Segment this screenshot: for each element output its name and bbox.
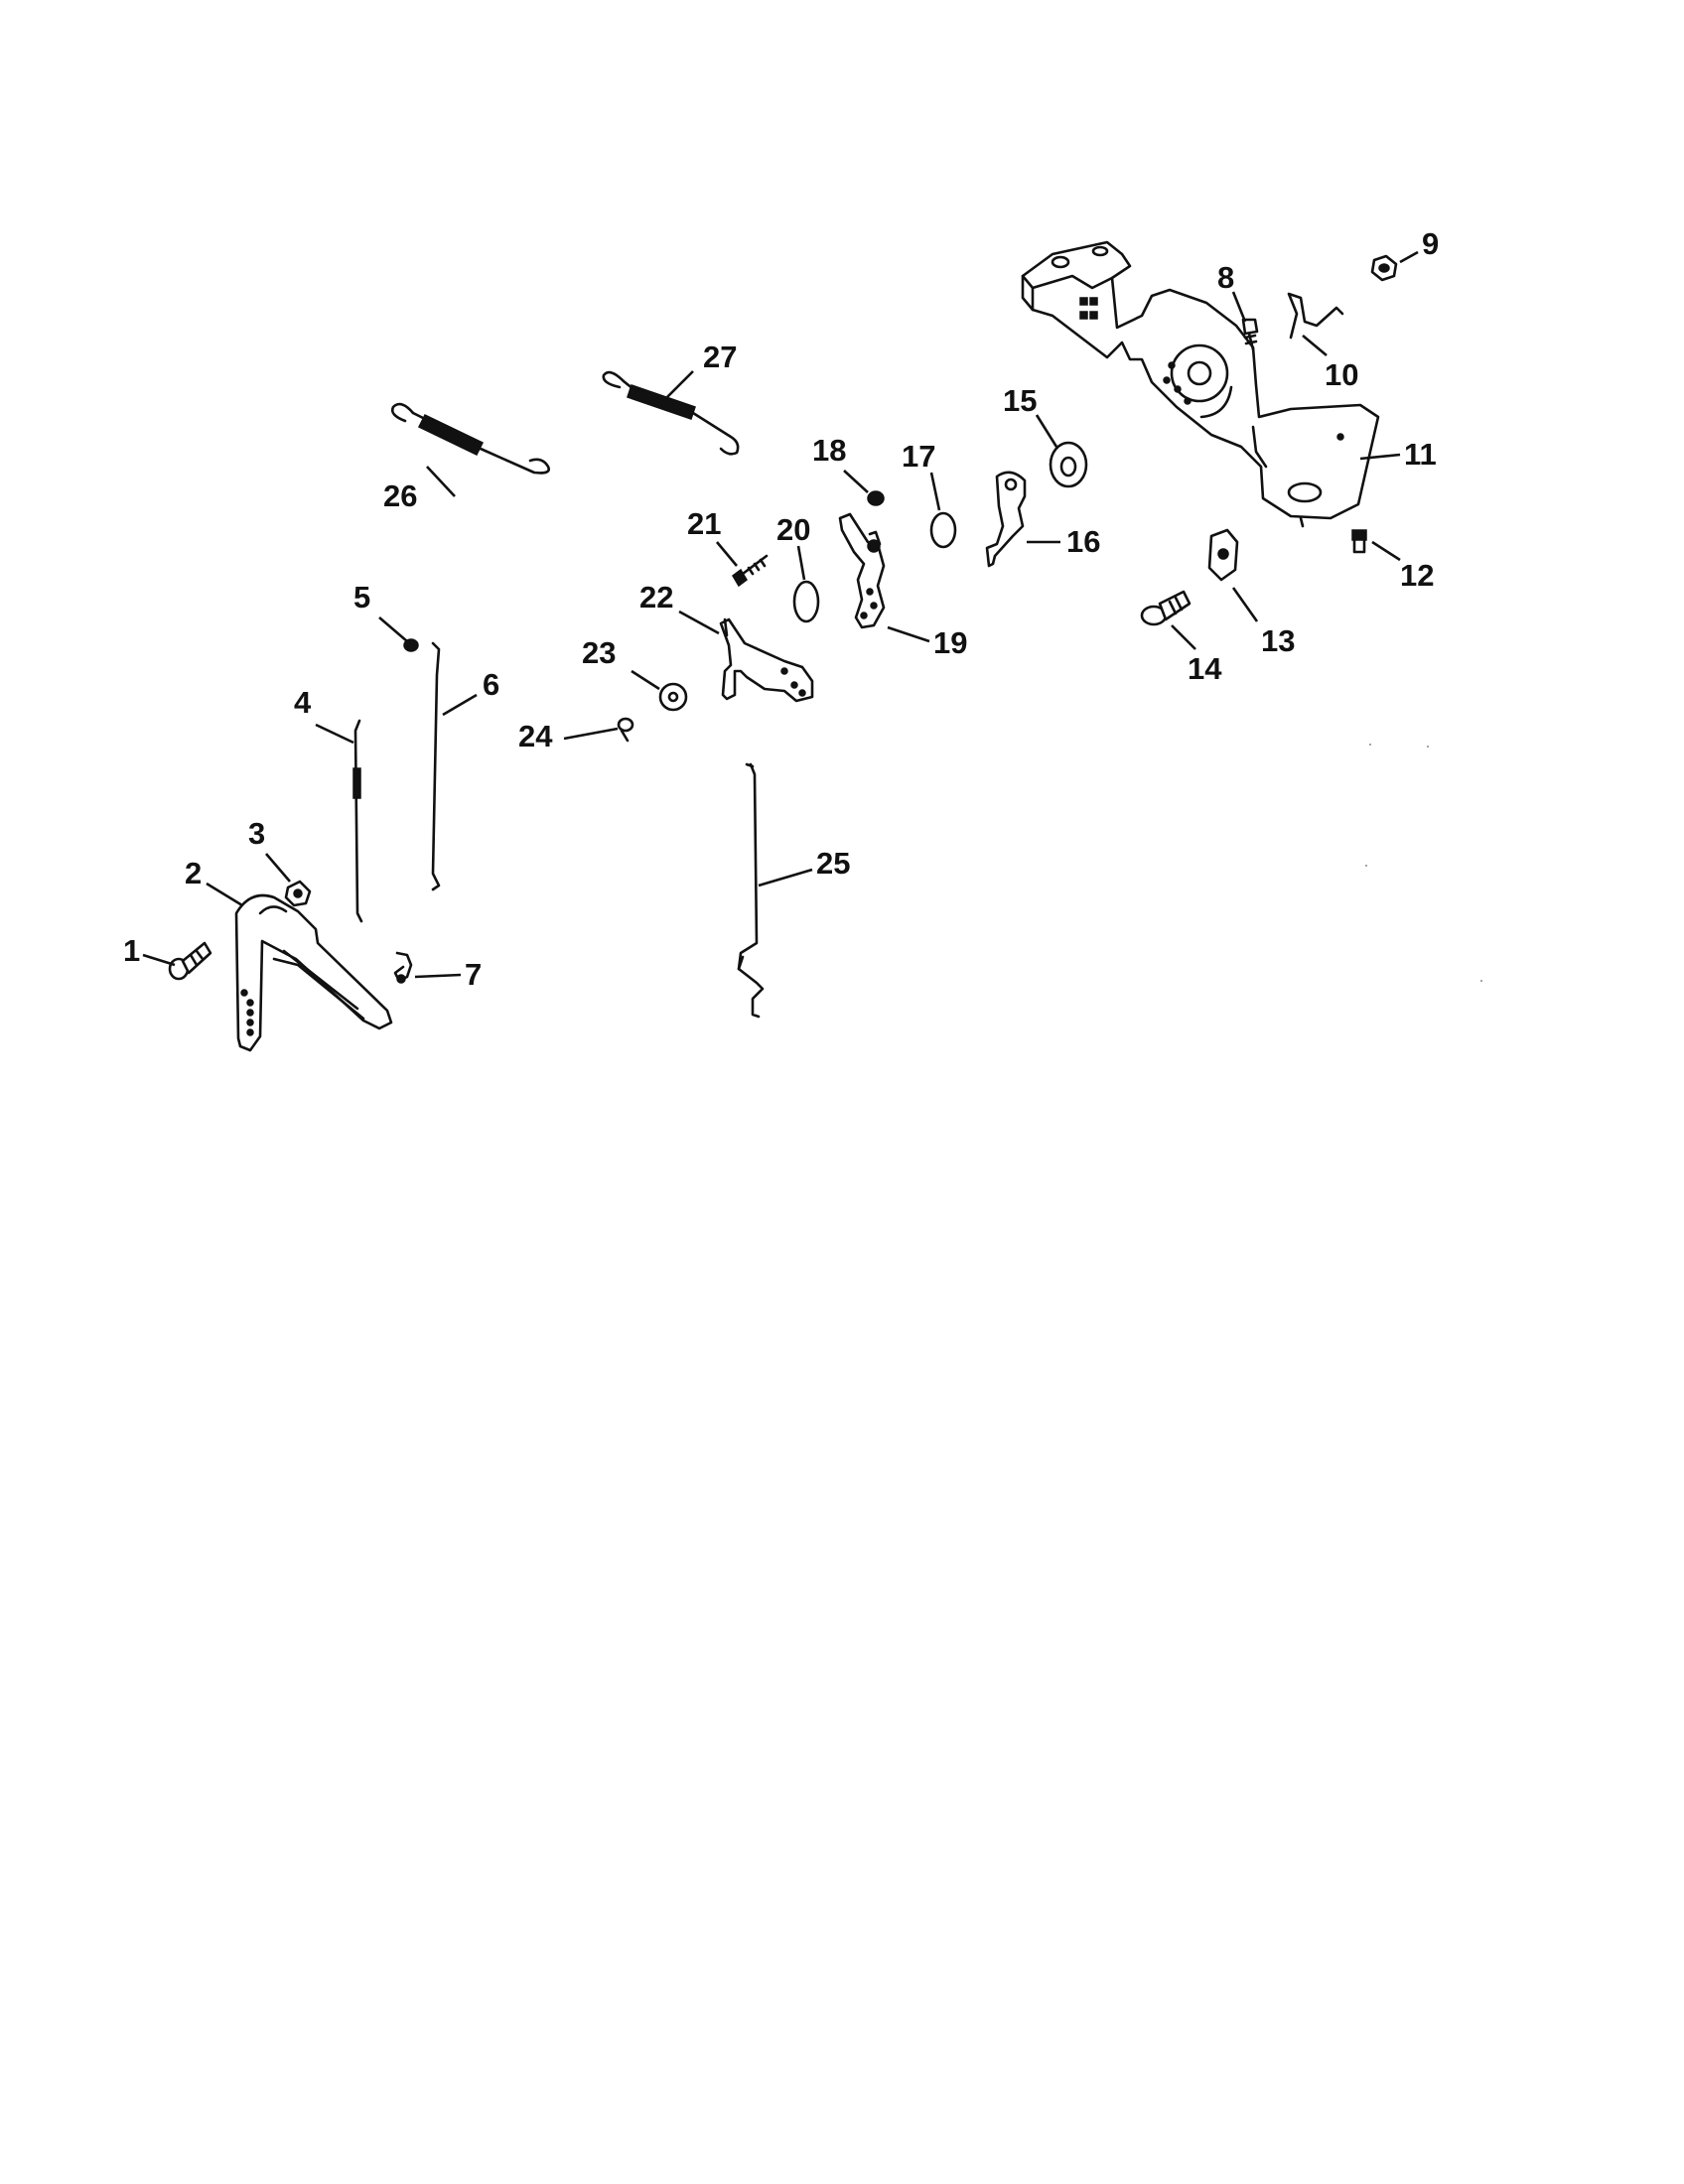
part-number-1: 1 [123, 933, 140, 968]
part-number-24: 24 [518, 719, 553, 753]
part-number-4: 4 [294, 685, 312, 720]
part-22-throttle-bracket [719, 617, 814, 703]
part-number-7: 7 [465, 957, 482, 992]
leader-lines [142, 250, 1419, 979]
part-number-16: 16 [1066, 524, 1100, 559]
part-number-13: 13 [1261, 623, 1295, 658]
part-15-washer [1049, 441, 1088, 488]
part-17-washer [929, 511, 957, 549]
part-number-17: 17 [902, 439, 935, 474]
part-number-19: 19 [933, 625, 967, 660]
part-4-linkage-rod [352, 719, 363, 923]
part-26-extension-spring [390, 402, 550, 475]
part-6-linkage-rod [431, 641, 441, 891]
part-24-screw [617, 717, 634, 743]
part-number-12: 12 [1400, 558, 1434, 593]
part-number-5: 5 [353, 580, 370, 614]
part-number-8: 8 [1217, 260, 1234, 295]
part-number-18: 18 [812, 433, 846, 468]
part-1-bolt [168, 941, 212, 981]
part-11-control-bracket [1021, 240, 1380, 528]
part-numbers: 1 2 3 4 5 6 7 8 9 10 11 12 13 14 15 16 1… [123, 226, 1439, 992]
part-14-shoulder-bolt [1140, 590, 1192, 626]
part-number-10: 10 [1325, 357, 1358, 392]
part-5-nut [403, 638, 419, 652]
part-9-hex-nut [1370, 254, 1398, 282]
part-19-governor-lever [838, 512, 886, 629]
part-number-23: 23 [582, 635, 616, 670]
part-number-22: 22 [639, 580, 673, 614]
part-16-lever-plate [985, 471, 1027, 568]
part-number-9: 9 [1422, 226, 1439, 261]
part-number-15: 15 [1003, 383, 1037, 418]
part-number-11: 11 [1404, 437, 1437, 472]
part-number-27: 27 [703, 340, 737, 374]
part-25-throttle-link [737, 762, 765, 1019]
part-2-control-arm [234, 893, 393, 1052]
part-number-14: 14 [1188, 651, 1222, 686]
part-20-washer [792, 580, 820, 623]
part-8-screw [1241, 318, 1259, 351]
part-3-nut [284, 880, 312, 907]
part-number-3: 3 [248, 816, 265, 851]
part-13-clip [1207, 528, 1239, 582]
part-21-screw [732, 554, 769, 588]
part-number-20: 20 [776, 512, 810, 547]
scan-specks [1365, 744, 1482, 982]
part-number-2: 2 [185, 856, 202, 890]
part-number-6: 6 [483, 667, 499, 702]
part-number-25: 25 [816, 846, 850, 881]
part-number-21: 21 [687, 506, 721, 541]
part-18-nut [867, 490, 885, 506]
part-10-spring-wire [1287, 292, 1344, 340]
part-12-screw [1351, 529, 1367, 554]
part-number-26: 26 [383, 478, 417, 513]
part-23-washer [658, 682, 688, 712]
part-7-clip [393, 951, 413, 984]
part-27-extension-spring [602, 370, 740, 456]
